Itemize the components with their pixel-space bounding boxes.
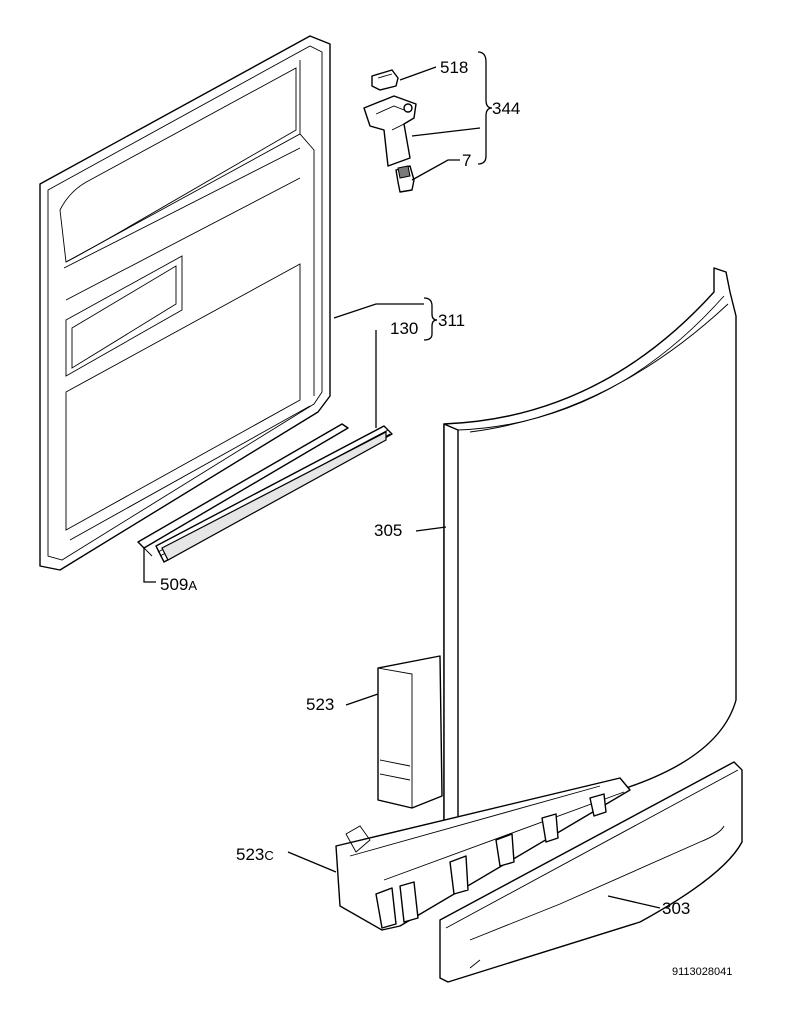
kickplate bbox=[439, 761, 743, 983]
drawing-code: 9113028041 bbox=[672, 966, 732, 978]
part-labels: 518 344 7 311 130 305 509A 523 523C 303 … bbox=[160, 58, 732, 978]
label-130: 130 bbox=[390, 319, 418, 338]
label-305: 305 bbox=[374, 521, 402, 540]
label-509a: 509A bbox=[160, 575, 197, 594]
side-cover-block bbox=[377, 655, 443, 809]
label-518: 518 bbox=[440, 58, 468, 77]
inner-door-panel bbox=[39, 35, 331, 571]
label-344: 344 bbox=[492, 99, 520, 118]
label-303: 303 bbox=[662, 899, 690, 918]
door-seal-strip bbox=[137, 423, 393, 563]
kickplate-bracket bbox=[335, 777, 631, 931]
label-523: 523 bbox=[306, 695, 334, 714]
outer-door-panel bbox=[443, 267, 737, 831]
leader-lines bbox=[143, 51, 661, 909]
hinge-assembly bbox=[363, 69, 417, 193]
label-7: 7 bbox=[462, 151, 471, 170]
label-311: 311 bbox=[438, 311, 465, 330]
label-523c: 523C bbox=[236, 845, 274, 864]
